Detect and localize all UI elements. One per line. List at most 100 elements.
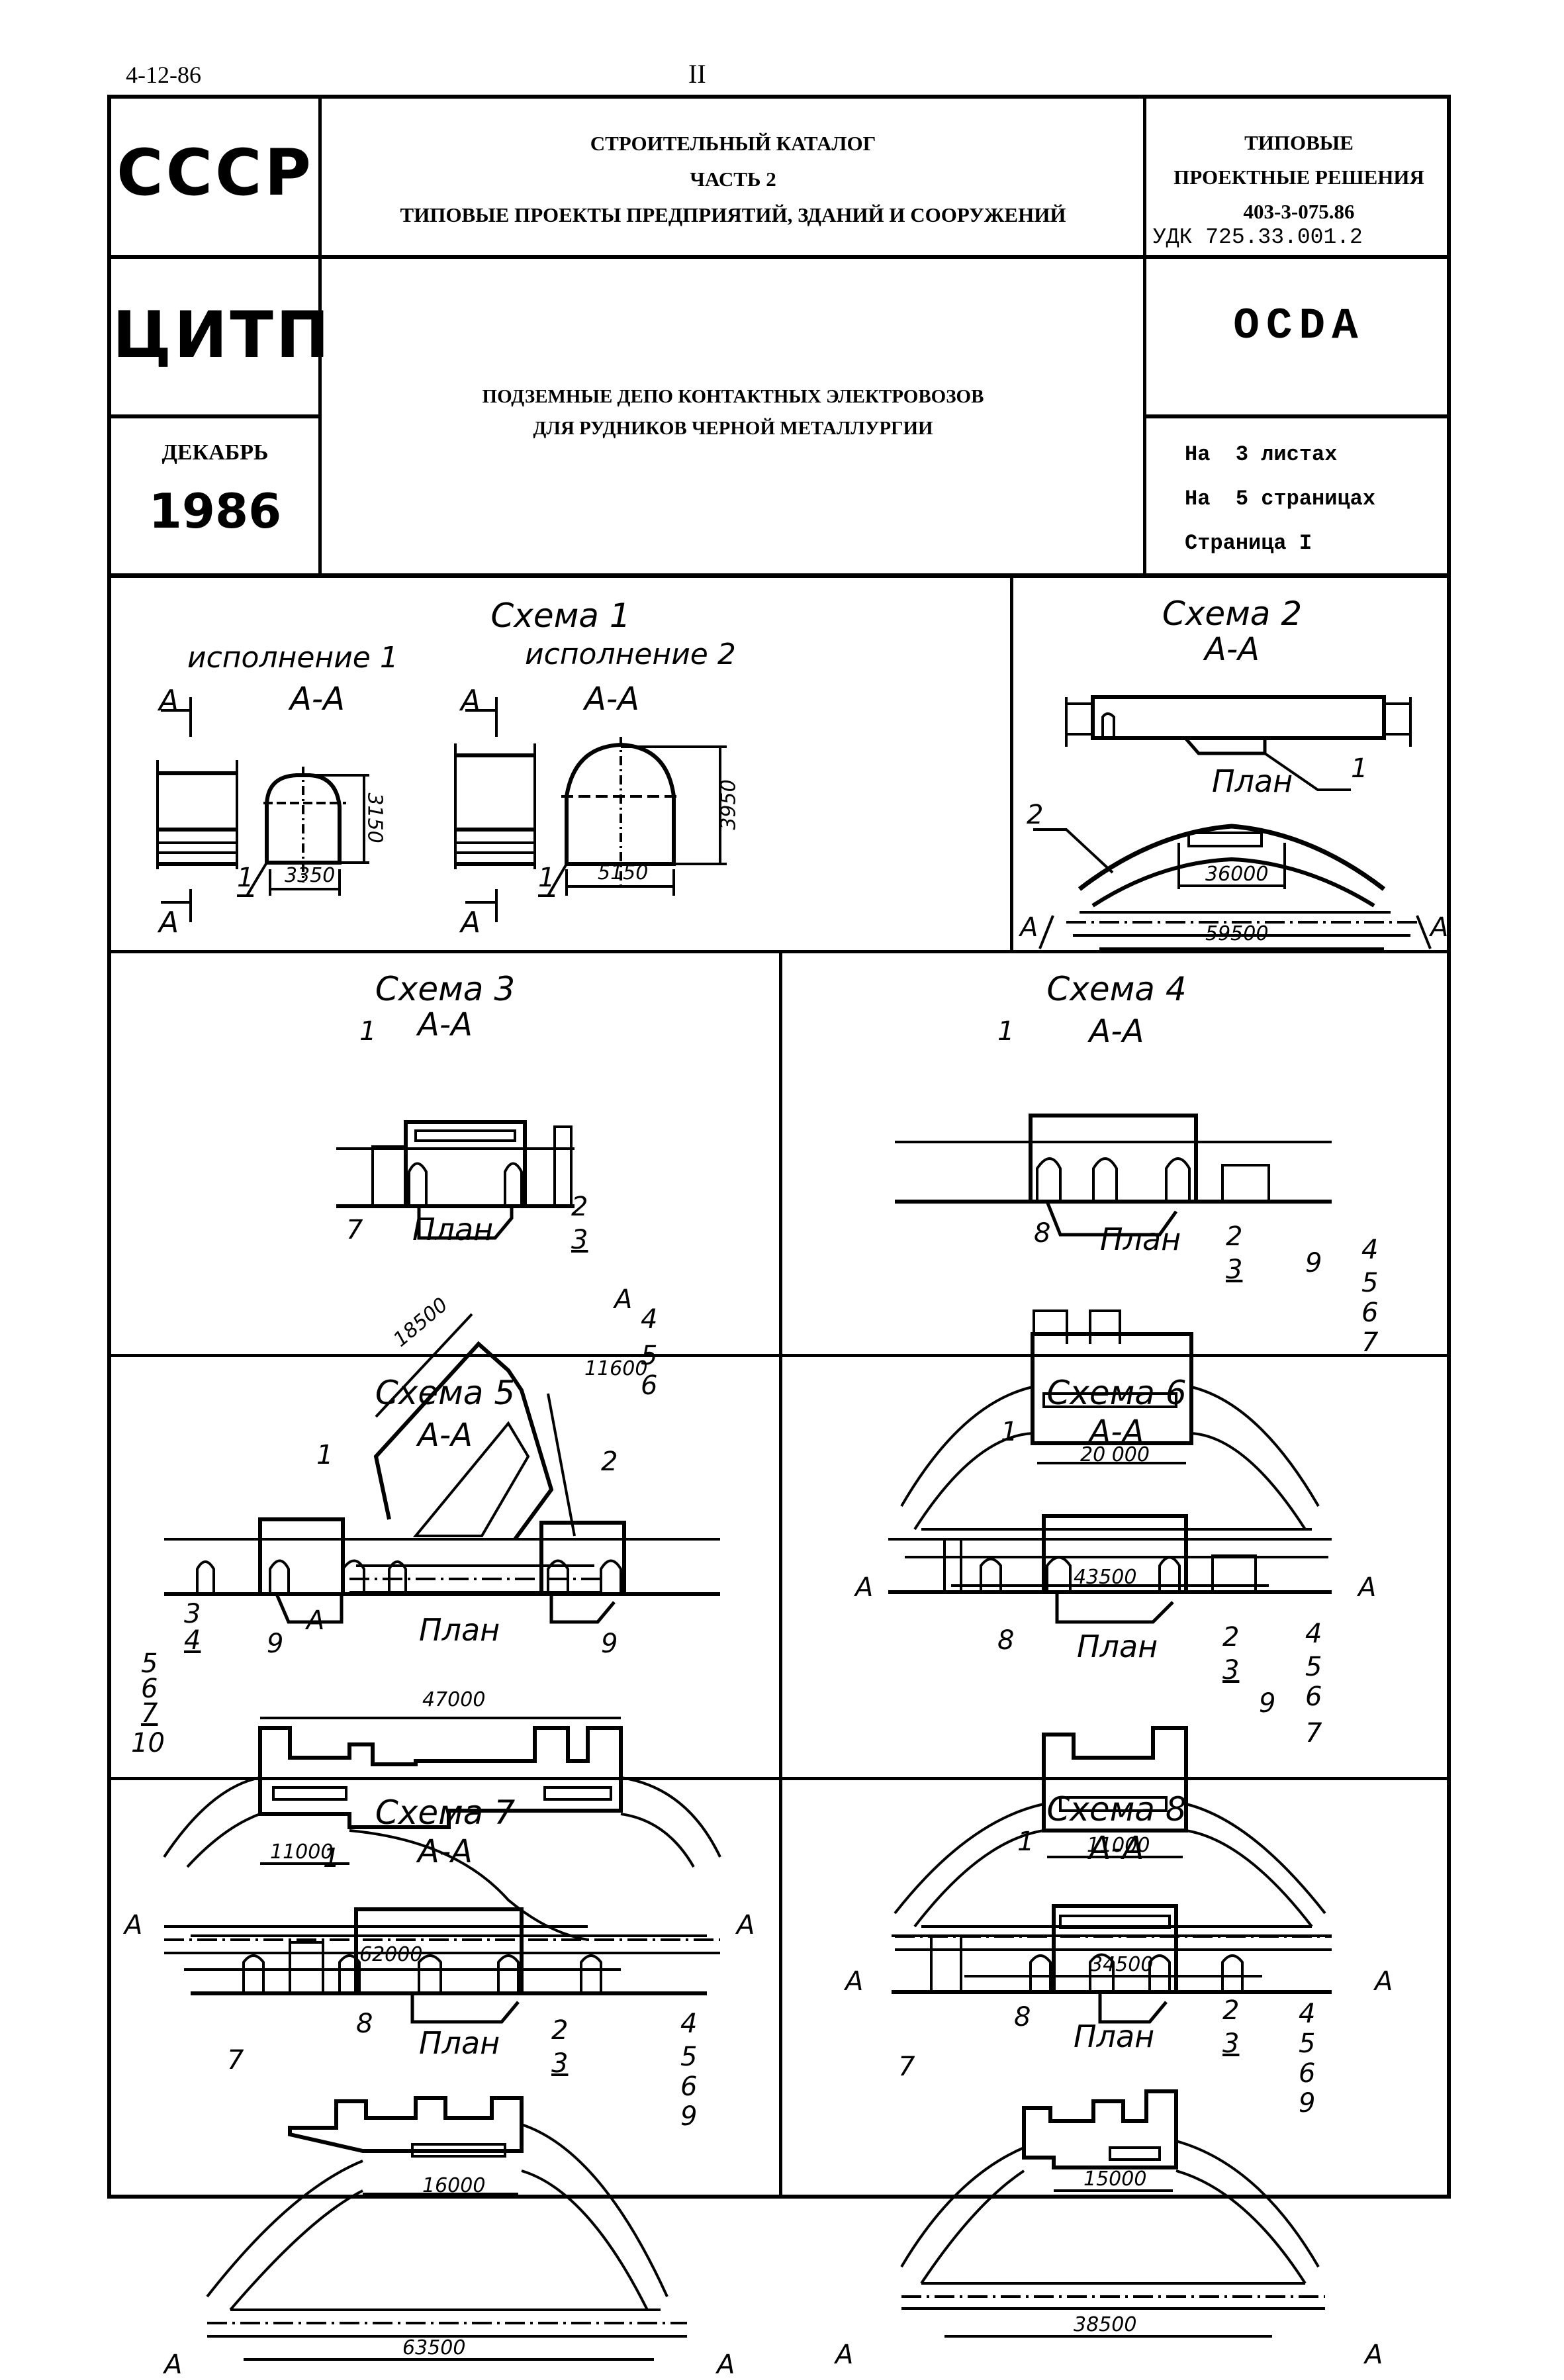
scheme-6-dim-outer: 34500 — [1090, 1953, 1154, 1976]
v1-width-dim: 3350 — [285, 864, 336, 887]
scheme-8-section-label: А-А — [1089, 1830, 1144, 1867]
scheme-7-plan-label: План — [419, 2025, 500, 2061]
scheme-5-dim-outer: 62000 — [359, 1943, 423, 1966]
scheme-5-callout-5: 5 — [141, 1648, 158, 1679]
org-label: ЦИТП — [113, 298, 332, 372]
variant-2-label: исполнение 2 — [525, 638, 736, 671]
scheme-1-panel: Схема 1 исполнение 1 исполнение 2 А-А А-… — [111, 578, 1010, 950]
scheme-8-panel: Схема 8 А-А План 1 8 7 2 3 4 5 6 9 15000… — [782, 1780, 1451, 2370]
scheme-6-panel: Схема 6 А-А План 1 8 2 3 4 5 6 9 7 11000… — [782, 1357, 1451, 1997]
variant-1-section — [237, 767, 369, 897]
scheme-5-callout-10: 10 — [131, 1728, 165, 1758]
scheme-2-cut-right: А — [1430, 912, 1449, 943]
header-divider-h1-left — [107, 255, 319, 259]
scheme-6-callout-6: 6 — [1305, 1682, 1322, 1712]
catalog-line-3: ТИПОВЫЕ ПРОЕКТЫ ПРЕДПРИЯТИЙ, ЗДАНИЙ И СО… — [400, 203, 1066, 226]
title-line-1: ПОДЗЕМНЫЕ ДЕПО КОНТАКТНЫХ ЭЛЕКТРОВОЗОВ — [482, 386, 984, 407]
plan-view — [1033, 824, 1432, 950]
section-view — [888, 1514, 1332, 1624]
scheme-4-callout-5: 5 — [1361, 1268, 1379, 1298]
scheme-7-section-label: А-А — [418, 1833, 473, 1870]
scheme-3-callout-3: 3 — [571, 1225, 588, 1255]
scheme-2-plan-label: План — [1212, 763, 1293, 799]
plan-view — [206, 2096, 687, 2361]
scheme-4-cut-left: А — [855, 1572, 874, 1603]
plan-view — [163, 1717, 721, 1971]
section-view — [892, 1904, 1332, 2024]
scheme-3-panel: Схема 3 А-А План 1 7 2 3 4 5 6 18500 116… — [111, 953, 779, 1636]
scheme-8-plan-label: План — [1074, 2019, 1155, 2054]
scheme-4-title: Схема 4 — [1046, 970, 1187, 1008]
current-page: Страница I — [1185, 531, 1312, 555]
grid-v-rows — [779, 951, 782, 2199]
scheme-2-section-label: А-А — [1205, 631, 1260, 668]
scheme-6-callout-7: 7 — [1305, 1718, 1322, 1748]
cut-mark-1a: А — [159, 684, 179, 718]
scheme-7-callout-7: 7 — [227, 2045, 244, 2075]
scheme-7-dim-outer: 63500 — [402, 2336, 466, 2359]
scheme-3-callout-6: 6 — [641, 1370, 658, 1401]
catalog-title: СТРОИТЕЛЬНЫЙ КАТАЛОГ ЧАСТЬ 2 ТИПОВЫЕ ПРО… — [324, 126, 1142, 233]
callout-1-v2: 1 — [538, 863, 555, 893]
scheme-3-plan-label: План — [412, 1212, 494, 1247]
scheme-8-dim-outer: 38500 — [1074, 2313, 1137, 2336]
scheme-6-cut-left: А — [845, 1966, 864, 1997]
scheme-8-callout-4: 4 — [1299, 1999, 1316, 2029]
scheme-7-cut-right: А — [717, 2350, 735, 2380]
scheme-6-callout-5: 5 — [1305, 1652, 1322, 1682]
v2-height-dim: 3950 — [717, 779, 741, 830]
scheme-5-cut-right: А — [737, 1910, 755, 1940]
scheme-7-callout-1: 1 — [323, 1843, 340, 1874]
scheme-7-panel: Схема 7 А-А План 1 8 7 2 3 4 5 6 9 16000… — [111, 1780, 779, 2380]
scheme-2-dim-outer: 59500 — [1205, 922, 1269, 945]
scheme-5-dim-inner: 11000 — [270, 1840, 334, 1864]
document-title: ПОДЗЕМНЫЕ ДЕПО КОНТАКТНЫХ ЭЛЕКТРОВОЗОВ Д… — [324, 381, 1142, 444]
scheme-4-callout-4: 4 — [1361, 1235, 1379, 1265]
scheme-3-callout-4: 4 — [641, 1304, 658, 1335]
scheme-4-callout-7: 7 — [1361, 1327, 1379, 1358]
scheme-8-cut-left: А — [835, 2340, 854, 2370]
cut-mark-2a: А — [461, 684, 481, 718]
scheme-6-callout-4: 4 — [1305, 1619, 1322, 1649]
scheme-6-callout-1: 1 — [1001, 1417, 1018, 1447]
scheme-5-callout-6: 6 — [141, 1674, 158, 1704]
scheme-4-cut-right: А — [1358, 1572, 1377, 1603]
scheme-8-callout-7: 7 — [898, 2052, 915, 2082]
scheme-2-callout-2: 2 — [1027, 800, 1044, 830]
scheme-5-callout-9a: 9 — [267, 1629, 284, 1659]
scheme-7-callout-4: 4 — [680, 2009, 698, 2039]
scheme-3-callout-2: 2 — [571, 1192, 588, 1222]
scheme-2-dim-inner: 36000 — [1205, 863, 1269, 886]
section-view — [191, 1907, 707, 2024]
scheme-1-title: Схема 1 — [490, 596, 631, 635]
variant-2-plan — [454, 697, 536, 922]
scheme-5-callout-1: 1 — [316, 1440, 334, 1470]
scheme-4-drawing — [895, 1114, 1332, 1587]
scheme-6-callout-8: 8 — [997, 1625, 1015, 1656]
cut-mark-2b: А — [461, 906, 481, 939]
variant-2-section — [538, 737, 727, 897]
scheme-3-callout-7: 7 — [346, 1215, 363, 1245]
scheme-4-dim-inner: 20 000 — [1080, 1443, 1150, 1466]
variant-2-section-label: А-А — [584, 681, 639, 718]
scheme-8-cut-right: А — [1365, 2340, 1383, 2370]
scheme-8-dim-inner: 15000 — [1083, 2167, 1147, 2191]
title-line-2: ДЛЯ РУДНИКОВ ЧЕРНОЙ МЕТАЛЛУРГИИ — [533, 418, 933, 439]
scheme-4-callout-2: 2 — [1226, 1221, 1243, 1252]
variant-1-section-label: А-А — [290, 681, 345, 718]
scheme-7-cut-left: А — [164, 2350, 183, 2380]
catalog-line-1: СТРОИТЕЛЬНЫЙ КАТАЛОГ — [590, 132, 876, 155]
scheme-2-callout-1: 1 — [1351, 753, 1368, 784]
section-view — [895, 1114, 1332, 1237]
project-number: 403-3-075.86 — [1243, 200, 1355, 223]
grid-h-row3 — [107, 1777, 1451, 1780]
scheme-5-callout-2: 2 — [601, 1447, 618, 1477]
callout-1-v1: 1 — [237, 863, 254, 893]
series-code: OCDA — [1233, 301, 1365, 351]
scheme-5-drawing — [163, 1517, 721, 1971]
scheme-5-panel: Схема 5 А-А План 1 2 3 4 9 9 5 6 7 10 47… — [111, 1357, 779, 1971]
section-view — [164, 1517, 720, 1624]
scheme-5-plan-label: План — [419, 1612, 500, 1648]
year-label: 1986 — [148, 483, 282, 539]
scheme-7-dim-inner: 16000 — [422, 2174, 486, 2197]
